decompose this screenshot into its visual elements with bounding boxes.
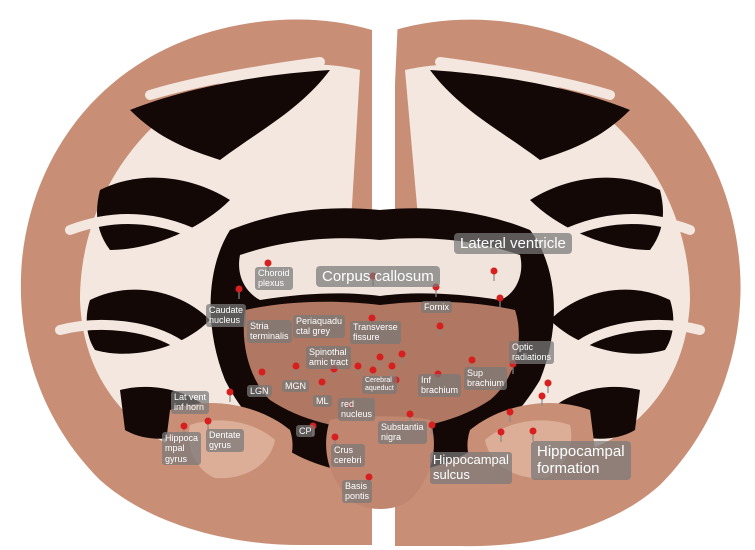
pin-icon (388, 362, 396, 376)
label-periaqueductal-grey: Periaquadu ctal grey (293, 315, 346, 338)
label-mgn: MGN (282, 380, 309, 393)
pin-icon (235, 285, 243, 299)
pin-icon (428, 421, 436, 435)
label-stria-terminalis: Stria terminalis (247, 320, 292, 343)
pin-icon (292, 362, 300, 376)
label-hippocampal-sulcus: Hippocampal sulcus (430, 452, 512, 484)
gyral-white-cores (55, 57, 705, 350)
label-cerebral-aqueduct: Cerebral aqueduct (362, 376, 397, 395)
pin-icon (354, 362, 362, 376)
label-inf-brachium: Inf brachium (418, 374, 462, 397)
label-basis-pontis: Basis pontis (342, 480, 373, 503)
label-spinothalamic-tract: Spinothal amic tract (306, 346, 352, 369)
pin-icon (490, 267, 498, 281)
label-ml: ML (313, 395, 332, 408)
label-hippocampal-gyrus: Hippoca mpal gyrus (162, 432, 202, 466)
label-dentate-gyrus: Dentate gyrus (206, 429, 244, 452)
label-sup-brachium: Sup brachium (464, 367, 508, 390)
label-lateral-ventricle: Lateral ventricle (454, 233, 572, 255)
label-caudate-nucleus: Caudate nucleus (206, 304, 247, 327)
label-fornix: Fornix (421, 301, 453, 314)
pin-icon (529, 427, 537, 441)
pin-icon (376, 353, 384, 367)
label-lgn: LGN (247, 385, 272, 398)
pin-icon (436, 322, 444, 336)
label-substantia-nigra: Substantia nigra (378, 421, 427, 444)
pin-icon (496, 294, 504, 308)
label-crus-cerebri: Crus cerebri (331, 444, 365, 467)
pin-icon (506, 408, 514, 422)
pin-icon (226, 388, 234, 402)
label-transverse-fissure: Transverse fissure (350, 321, 401, 344)
label-choroid-plexus: Choroid plexus (255, 267, 293, 290)
pin-icon (497, 428, 505, 442)
right-white-matter (405, 64, 690, 455)
longitudinal-fissure (372, 18, 398, 262)
pin-icon (538, 392, 546, 406)
label-red-nucleus: red nucleus (338, 398, 376, 421)
pin-icon (258, 368, 266, 382)
pin-icon (398, 350, 406, 364)
label-lat-vent-inf-horn: Lat vent inf horn (171, 391, 210, 414)
label-corpus-callosum: Corpus callosum (316, 266, 440, 288)
label-hippocampal-formation: Hippocampal formation (531, 441, 631, 480)
pin-icon (544, 379, 552, 393)
label-optic-radiations: Optic radiations (509, 341, 555, 364)
label-cp: CP (296, 425, 315, 438)
pin-icon (318, 378, 326, 392)
